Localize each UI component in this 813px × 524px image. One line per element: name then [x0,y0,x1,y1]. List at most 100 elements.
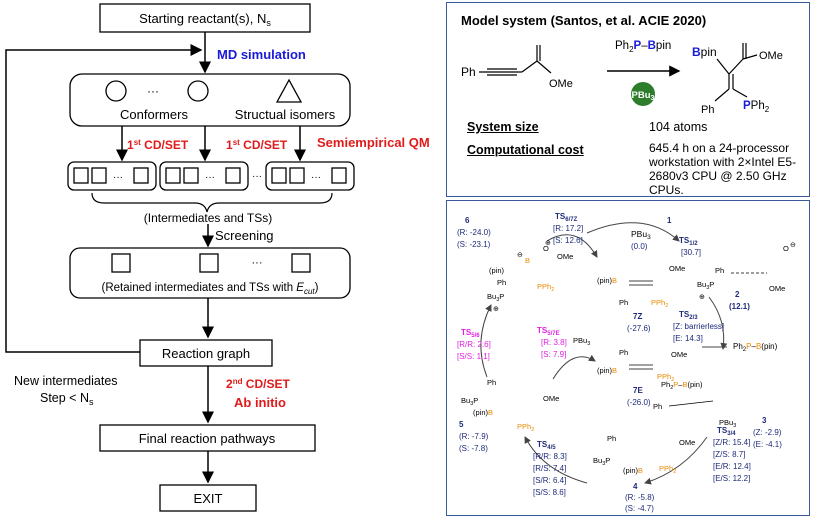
cycle-arrow-6-7z [546,234,598,258]
species-6-plus-2: ⊕ [493,306,499,313]
species-6-pin: (pin) [489,266,505,275]
candidate-group-3: ··· [265,161,355,191]
ts45-value-4: [S/S: 8.6] [533,488,566,497]
species-6-pph2: PPh2 [537,282,554,293]
start-text: Starting reactant(s), Ns [139,11,271,28]
energy-7z: (-27.6) [627,324,651,333]
species-2-bu3p: Bu3P [697,280,714,291]
cycle-arrow-2-3 [708,296,728,350]
model-system-panel: Model system (Santos, et al. ACIE 2020) … [446,2,810,197]
reactant-ome: OMe [549,78,573,90]
workflow-svg: Starting reactant(s), Ns MD simulation ·… [5,3,430,512]
cdset1-label-a: 1st CD/SET [127,138,189,152]
species-2-o: O [783,244,789,253]
species-5-ome: OMe [543,394,559,403]
sampling-box [69,73,351,127]
ts57-pbu3: PBu3 [573,336,590,347]
screening-label: Screening [215,228,274,243]
retained-square [199,253,219,273]
ts56-value-2: [S/S: 1.1] [457,352,490,361]
retained-square [111,253,131,273]
species-3-ph: Ph [653,402,662,411]
isomers-label: Structual isomers [235,107,336,122]
species-5-bu3p: Bu3P [461,396,478,407]
new-intermediates-label: New intermediates [14,374,118,388]
species-2: 2 [735,290,740,299]
computational-cost-value: 645.4 h on a 24-processor workstation wi… [649,141,796,197]
energy-3-e: (E: -4.1) [753,440,782,449]
ts67-label: TS6/7Z [555,212,578,223]
species-7z-pin: (pin)B [597,276,617,285]
species-2-ome: OMe [769,284,785,293]
retained-dots: ··· [252,257,263,269]
species-5: 5 [459,420,464,429]
ts12-value: [30.7] [681,248,701,257]
species-6-b: B [525,256,530,265]
ts23-value-e: [E: 14.3] [673,334,703,343]
conformer-circle-icon [105,80,127,102]
cost-line-1: 645.4 h on a 24-processor [649,141,790,155]
species-6-minus: ⊖ [517,252,523,259]
energy-5-s: (S: -7.8) [459,444,488,453]
svg-text:···: ··· [311,172,321,183]
energy-4-s: (S: -4.7) [625,504,654,513]
pbu3-label: PBu3 [631,229,651,241]
cycle-arrow-4-5 [524,436,588,484]
species-7e-pph2: PPh2 [657,372,674,383]
semiempirical-label: Semiempirical QM [317,135,430,150]
product-ph: Ph [701,104,714,116]
ts56-label: TS5/6 [461,328,480,339]
catalyst-label: PBu3 [632,90,655,102]
reagent-label: Ph2P–Bpin [615,40,671,54]
brace [91,192,333,213]
ts23-value-z: [Z: barrierless] [673,322,724,331]
conformers-label: Conformers [120,107,188,122]
loop-back-arrow [5,44,203,353]
species-4: 4 [633,482,638,491]
step-label: Step < Ns [40,391,94,407]
species-7z-ome: OMe [669,264,685,273]
species-4-pin: (pin)B [623,466,643,475]
species-4-pph2: PPh2 [659,464,676,475]
species-3: 3 [762,416,767,425]
species-6-ome: OMe [557,252,573,261]
species-2-minus: ⊖ [790,242,796,249]
species-7e-ph: Ph [619,348,628,357]
cycle-arrow-1-2 [586,222,680,242]
species-7e-pin: (pin)B [597,366,617,375]
cost-line-2: workstation with 2×Intel E5- [649,155,797,169]
candidate-group-2: ··· [159,161,249,191]
candidate-group-1: ··· [67,161,157,191]
ts57-value-1: [R: 3.8] [541,338,567,347]
md-label: MD simulation [217,47,306,62]
conformer-circle-icon [187,80,209,102]
ts45-label: TS4/5 [537,440,556,451]
group-dots: ··· [252,171,262,182]
species-2-plus: ⊕ [699,294,705,301]
species-6-o: O [543,244,549,253]
species-1: 1 [667,216,672,225]
retained-label: (Retained intermediates and TSs with Ecu… [102,282,319,296]
cdset2-label: 2nd CD/SET [226,377,290,391]
ts45-value-3: [S/R: 6.4] [533,476,566,485]
cdset1-label-b: 1st CD/SET [226,138,288,152]
reaction-graph-label: Reaction graph [162,346,250,361]
exit-box [159,484,257,512]
energy-2: (12.1) [729,302,750,311]
final-pathways-label: Final reaction pathways [139,431,276,446]
species-6-ph: Ph [497,278,506,287]
species-2-ph: Ph [715,266,724,275]
model-title: Model system (Santos, et al. ACIE 2020) [461,13,707,28]
svg-text:···: ··· [205,172,215,183]
product-pph2: PPh2 [743,100,770,114]
workflow-flowchart: Starting reactant(s), Ns MD simulation ·… [5,3,430,512]
cycle-arrow-5-6 [480,304,492,378]
ts34-value-4: [E/S: 12.2] [713,474,750,483]
species-3-structure: Ph2P–B(pin) [661,380,703,391]
species-6-plus: ⊕ [545,240,551,247]
ts12-label: TS1/2 [679,236,698,247]
product-bpin: Bpin [692,45,717,59]
dots: ··· [147,84,159,98]
reaction-scheme-svg: Ph OMe Ph2P–Bpin PBu3 Bpin OMe Ph PPh2 [461,40,783,116]
species-7e-ome: OMe [671,350,687,359]
